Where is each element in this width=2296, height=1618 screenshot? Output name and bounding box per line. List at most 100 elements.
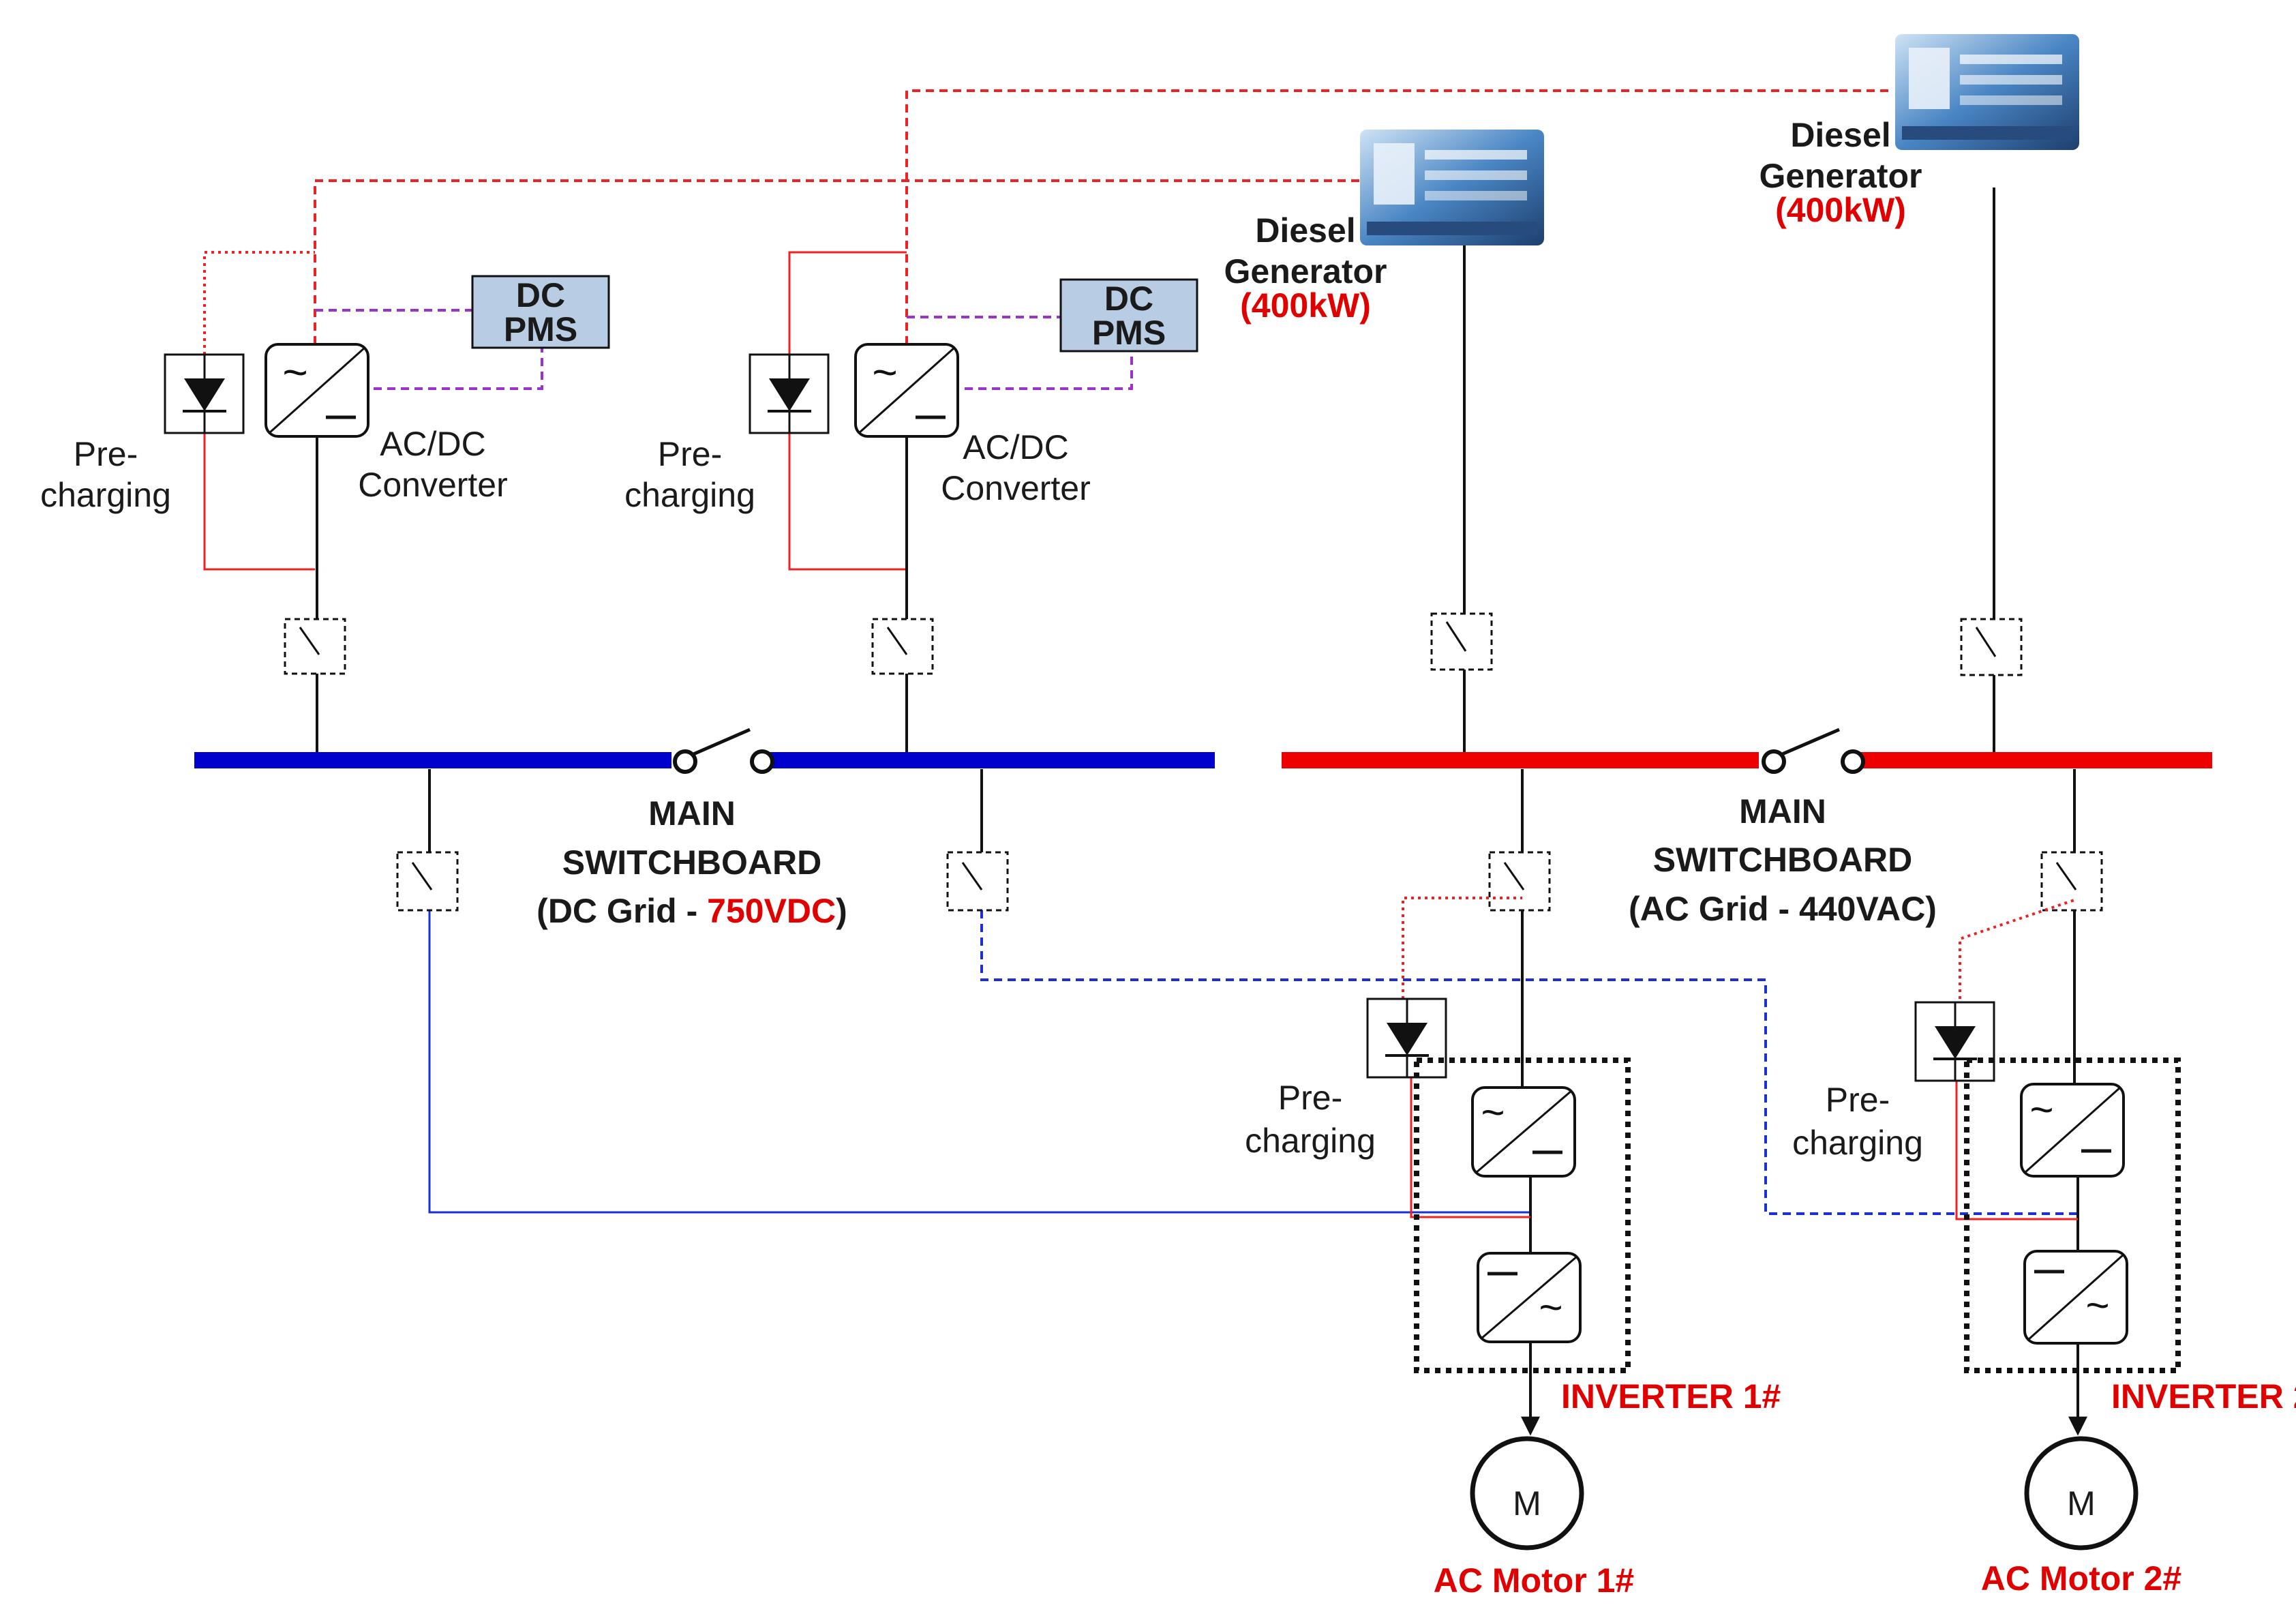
ac-dc-converter-1: ~ bbox=[265, 343, 369, 438]
breaker-ac-feeder-1 bbox=[1488, 851, 1551, 912]
dc-switchboard-line3-suffix: ) bbox=[836, 892, 847, 930]
precharge-line-2-bottom bbox=[788, 433, 907, 571]
diode-block-1 bbox=[164, 353, 245, 434]
precharging-1-line1: Pre- bbox=[74, 435, 138, 473]
diesel-generator-1-line2: Generator bbox=[1224, 252, 1387, 290]
dc-pms-1-line1: DC bbox=[516, 276, 565, 314]
converter-2-label-line1: AC/DC bbox=[963, 428, 1069, 466]
ac-switchboard-line1: MAIN bbox=[1739, 792, 1826, 830]
dc-switchboard-voltage: 750VDC bbox=[707, 892, 836, 930]
precharging-1-line2: charging bbox=[40, 476, 171, 514]
ac-motor-1-label: AC Motor 1# bbox=[1434, 1561, 1634, 1600]
precharging-2-line1: Pre- bbox=[658, 435, 722, 473]
dc-pms-2-line2: PMS bbox=[1092, 314, 1166, 352]
pms-line-1-bottom bbox=[374, 348, 543, 390]
svg-text:~: ~ bbox=[2085, 1283, 2109, 1328]
svg-text:~: ~ bbox=[282, 348, 307, 397]
precharging-4-line1: Pre- bbox=[1826, 1081, 1890, 1119]
dc-pms-2-box bbox=[1059, 278, 1198, 353]
precharging-3-line2: charging bbox=[1245, 1122, 1376, 1160]
precharge-lines-dc bbox=[203, 251, 315, 355]
svg-text:~: ~ bbox=[872, 348, 897, 397]
breaker-generator-2 bbox=[1960, 618, 2023, 676]
ac-feeders bbox=[1521, 769, 2079, 1253]
diesel-generator-2-line1: Diesel bbox=[1790, 116, 1890, 154]
diesel-generator-1-line1: Diesel bbox=[1255, 211, 1355, 250]
dc-bus-tie-switch bbox=[673, 728, 774, 774]
dc-pms-1-box bbox=[471, 275, 610, 349]
dc-pms-2: DC PMS bbox=[1059, 278, 1198, 353]
precharge-line-1-bottom bbox=[203, 433, 315, 571]
dc-pms-2-line1: DC bbox=[1104, 280, 1153, 318]
ac-motor-2-symbol: M bbox=[2067, 1484, 2096, 1523]
diode-block-2 bbox=[749, 353, 830, 434]
converter-1-label-line1: AC/DC bbox=[380, 425, 486, 463]
svg-text:~: ~ bbox=[1539, 1285, 1562, 1330]
dc-switchboard-line1: MAIN bbox=[648, 794, 736, 833]
inverter-2-enclosure bbox=[1964, 1058, 2181, 1373]
inverter-1-rectifier: ~ bbox=[1471, 1086, 1576, 1178]
pms-line-2-bottom bbox=[965, 351, 1133, 390]
inverter-2: ~ ~ INVERTER 2# bbox=[1964, 1058, 2296, 1415]
ac-switchboard-label: MAIN SWITCHBOARD (AC Grid - 440VAC) bbox=[1629, 792, 1937, 928]
breaker-generator-1 bbox=[1430, 612, 1493, 671]
pms-lines bbox=[315, 309, 1133, 390]
diesel-generator-2-line2: Generator bbox=[1759, 157, 1922, 195]
ac-switchboard-line2: SWITCHBOARD bbox=[1653, 841, 1913, 879]
inverter-2-inverter-stage: ~ bbox=[2023, 1250, 2128, 1345]
dc-feeder-2 bbox=[980, 910, 2078, 1215]
dc-feeders bbox=[428, 769, 2078, 1215]
ac-motor-2-symbol-circle bbox=[2024, 1436, 2139, 1550]
diesel-generator-1-rating: (400kW) bbox=[1240, 286, 1371, 325]
breaker-converter-1 bbox=[284, 618, 346, 675]
diesel-generator-2-rating: (400kW) bbox=[1775, 191, 1906, 229]
diode-block-4 bbox=[1914, 1001, 1995, 1082]
converter-2-label-line2: Converter bbox=[941, 469, 1091, 507]
precharging-4-line2: charging bbox=[1792, 1124, 1923, 1162]
control-network bbox=[314, 89, 1888, 344]
ac-bus-tie-switch bbox=[1762, 728, 1865, 774]
precharge-line-1-top bbox=[203, 251, 315, 355]
ac-motor-2: M AC Motor 2# bbox=[1981, 1436, 2181, 1598]
diode-block-3 bbox=[1366, 998, 1447, 1079]
diesel-generator-2: Diesel Generator (400kW) bbox=[1759, 34, 2079, 229]
breaker-dc-feeder-1 bbox=[396, 851, 459, 912]
ac-motor-1-symbol: M bbox=[1513, 1484, 1541, 1523]
inverter-1-inverter-stage: ~ bbox=[1477, 1252, 1582, 1343]
dc-switchboard-line2: SWITCHBOARD bbox=[562, 843, 822, 882]
motor-connections bbox=[1521, 1342, 2087, 1436]
precharging-3-line1: Pre- bbox=[1278, 1079, 1342, 1117]
svg-text:~: ~ bbox=[2029, 1087, 2053, 1133]
precharge-solid-lines bbox=[203, 251, 907, 571]
control-line-gen2 bbox=[905, 89, 1888, 344]
dc-pms-1: DC PMS bbox=[471, 275, 610, 349]
svg-text:(DC Grid - 750VDC): (DC Grid - 750VDC) bbox=[537, 892, 847, 930]
breaker-dc-feeder-2 bbox=[946, 851, 1009, 912]
breaker-converter-2 bbox=[871, 618, 934, 675]
precharging-2-line2: charging bbox=[624, 476, 755, 514]
inverter-1: ~ ~ INVERTER 1# bbox=[1414, 1058, 1781, 1415]
dc-feeder-1 bbox=[428, 910, 1530, 1214]
diesel-generator-1-image bbox=[1360, 130, 1544, 245]
ac-motor-2-label: AC Motor 2# bbox=[1981, 1559, 2181, 1598]
ac-motor-1-symbol-circle bbox=[1470, 1436, 1584, 1550]
converter-feeders bbox=[316, 436, 908, 757]
converter-1-label-line2: Converter bbox=[358, 466, 508, 504]
inverter-2-rectifier: ~ bbox=[2020, 1083, 2125, 1178]
precharge-solid-ac bbox=[1410, 1077, 2078, 1220]
inverter-2-label: INVERTER 2# bbox=[2111, 1377, 2296, 1415]
precharge-line-2-top bbox=[788, 251, 907, 355]
dc-pms-1-line2: PMS bbox=[504, 310, 577, 348]
dc-busbar bbox=[194, 728, 1215, 774]
ac-switchboard-line3: (AC Grid - 440VAC) bbox=[1629, 890, 1937, 928]
generator-feeders bbox=[1463, 188, 1995, 757]
control-line-gen1 bbox=[314, 179, 1363, 344]
ac-dc-converter-2: ~ bbox=[854, 343, 959, 438]
inverter-1-label: INVERTER 1# bbox=[1561, 1377, 1781, 1415]
ac-busbar bbox=[1282, 728, 2212, 774]
inverter-1-enclosure bbox=[1414, 1058, 1631, 1373]
svg-text:~: ~ bbox=[1481, 1090, 1505, 1135]
diesel-generator-2-image bbox=[1895, 34, 2079, 150]
ac-motor-1: M AC Motor 1# bbox=[1434, 1436, 1634, 1600]
